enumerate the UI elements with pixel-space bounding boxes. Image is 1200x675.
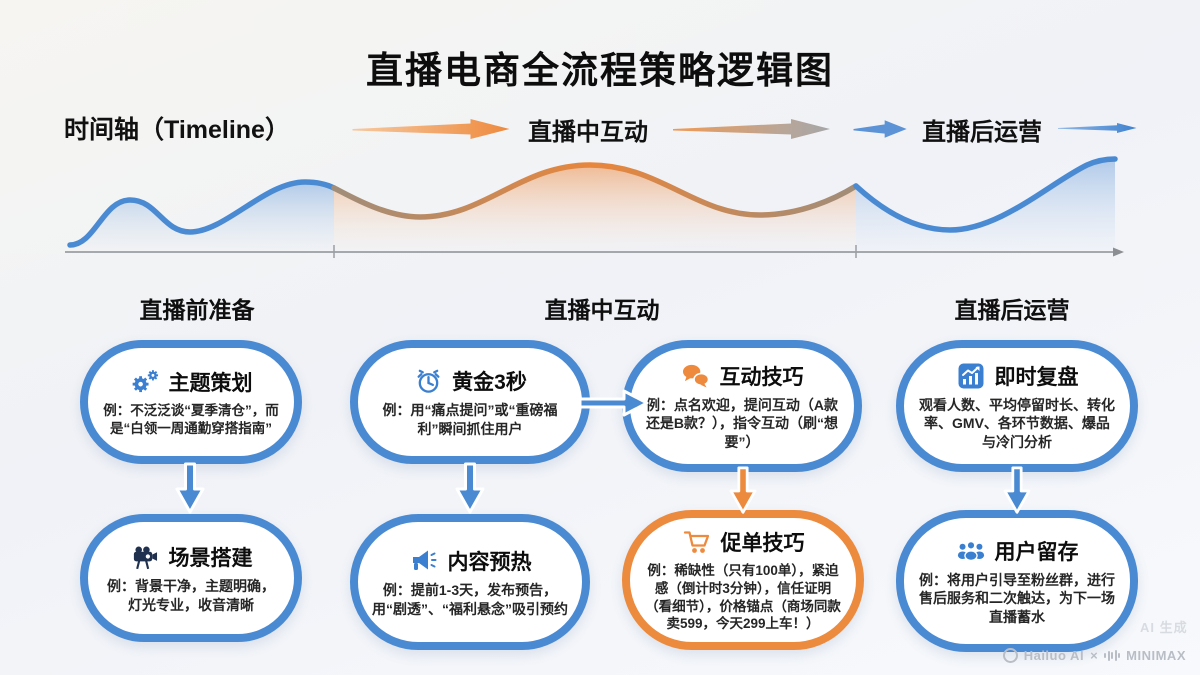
node-title: 场景搭建 xyxy=(168,547,253,571)
ai-generated-watermark: AI 生成 xyxy=(1140,620,1188,635)
column-header-post: 直播后运营 xyxy=(954,297,1070,323)
node-body: 例：用“痛点提问”或“重磅福利”瞬间抓住用户 xyxy=(382,402,558,437)
column-header-pre: 直播前准备 xyxy=(139,297,255,323)
hailuo-logo-icon xyxy=(1002,648,1018,663)
node-body: 例：提前1-3天，发布预告，用“剧透”、“福利悬念”吸引预约 xyxy=(372,582,568,617)
arrow-down-icon xyxy=(175,462,205,514)
minimax-logo-icon xyxy=(1104,650,1121,661)
column-header-live: 直播中互动 xyxy=(544,297,660,323)
node-body: 例：不泛泛谈“夏季清仓”，而是“白领一周通勤穿搭指南” xyxy=(103,402,279,436)
page-title: 直播电商全流程策略逻辑图 xyxy=(366,50,834,91)
timeline-arrow-small-icon xyxy=(853,120,907,138)
timeline-arrow-mid-icon xyxy=(673,119,830,139)
gears-icon xyxy=(130,368,160,396)
node-theme-planning: 主题策划 例：不泛泛谈“夏季清仓”，而是“白领一周通勤穿搭指南” xyxy=(80,340,302,464)
node-scene-setup: 场景搭建 例：背景干净，主题明确，灯光专业，收音清晰 xyxy=(80,514,302,642)
audience-wave-graphic xyxy=(65,156,1124,258)
node-title: 互动技巧 xyxy=(719,365,804,389)
node-body: 例：背景干净，主题明确，灯光专业，收音清晰 xyxy=(107,578,275,613)
node-instant-review: 即时复盘 观看人数、平均停留时长、转化率、GMV、各环节数据、爆品与冷门分析 xyxy=(896,340,1138,472)
node-body: 例：点名欢迎，提问互动（A款还是B款？），指令互动（刷“想要”） xyxy=(645,396,839,450)
arrow-down-icon xyxy=(729,466,757,514)
chat-icon xyxy=(681,362,711,390)
node-user-retention: 用户留存 例：将用户引导至粉丝群，进行售后服务和二次触达，为下一场直播蓄水 xyxy=(896,510,1138,652)
node-content-preheat: 内容预热 例：提前1-3天，发布预告，用“剧透”、“福利悬念”吸引预约 xyxy=(350,514,590,650)
node-title: 促单技巧 xyxy=(720,531,805,555)
brand-left-label: Hailuo AI xyxy=(1023,648,1085,663)
timeline-live-label: 直播中互动 xyxy=(528,119,648,146)
brand-right-label: MINIMAX xyxy=(1126,648,1186,663)
cart-icon xyxy=(682,528,712,556)
arrow-down-icon xyxy=(455,462,485,514)
arrow-right-icon xyxy=(578,389,649,417)
timeline-arrow-post-icon xyxy=(1058,123,1137,133)
brand-watermark: Hailuo AI × MINIMAX xyxy=(1002,648,1186,663)
brand-separator: × xyxy=(1090,648,1099,663)
node-title: 用户留存 xyxy=(994,540,1079,564)
node-body: 例：稀缺性（只有100单），紧迫感（倒计时3分钟），信任证明（看细节），价格锚点… xyxy=(645,562,841,632)
node-interaction-skills: 互动技巧 例：点名欢迎，提问互动（A款还是B款？），指令互动（刷“想要”） xyxy=(622,340,862,472)
node-title: 即时复盘 xyxy=(994,365,1079,389)
node-title: 主题策划 xyxy=(168,371,253,395)
camera-icon xyxy=(130,543,160,571)
timeline-axis-label: 时间轴（Timeline） xyxy=(64,116,290,144)
users-icon xyxy=(956,537,986,565)
node-sales-push-skills: 促单技巧 例：稀缺性（只有100单），紧迫感（倒计时3分钟），信任证明（看细节）… xyxy=(622,510,864,650)
clock-icon xyxy=(413,367,443,395)
chart-icon xyxy=(956,362,986,390)
timeline-post-label: 直播后运营 xyxy=(922,119,1042,146)
megaphone-icon xyxy=(409,547,439,575)
node-title: 内容预热 xyxy=(447,551,532,575)
arrow-down-icon xyxy=(1003,466,1031,514)
node-body: 例：将用户引导至粉丝群，进行售后服务和二次触达，为下一场直播蓄水 xyxy=(919,571,1115,625)
timeline-arrow-pre-icon xyxy=(352,119,510,139)
node-title: 黄金3秒 xyxy=(452,371,527,395)
node-body: 观看人数、平均停留时长、转化率、GMV、各环节数据、爆品与冷门分析 xyxy=(919,396,1115,450)
node-golden-3-seconds: 黄金3秒 例：用“痛点提问”或“重磅福利”瞬间抓住用户 xyxy=(350,340,590,464)
